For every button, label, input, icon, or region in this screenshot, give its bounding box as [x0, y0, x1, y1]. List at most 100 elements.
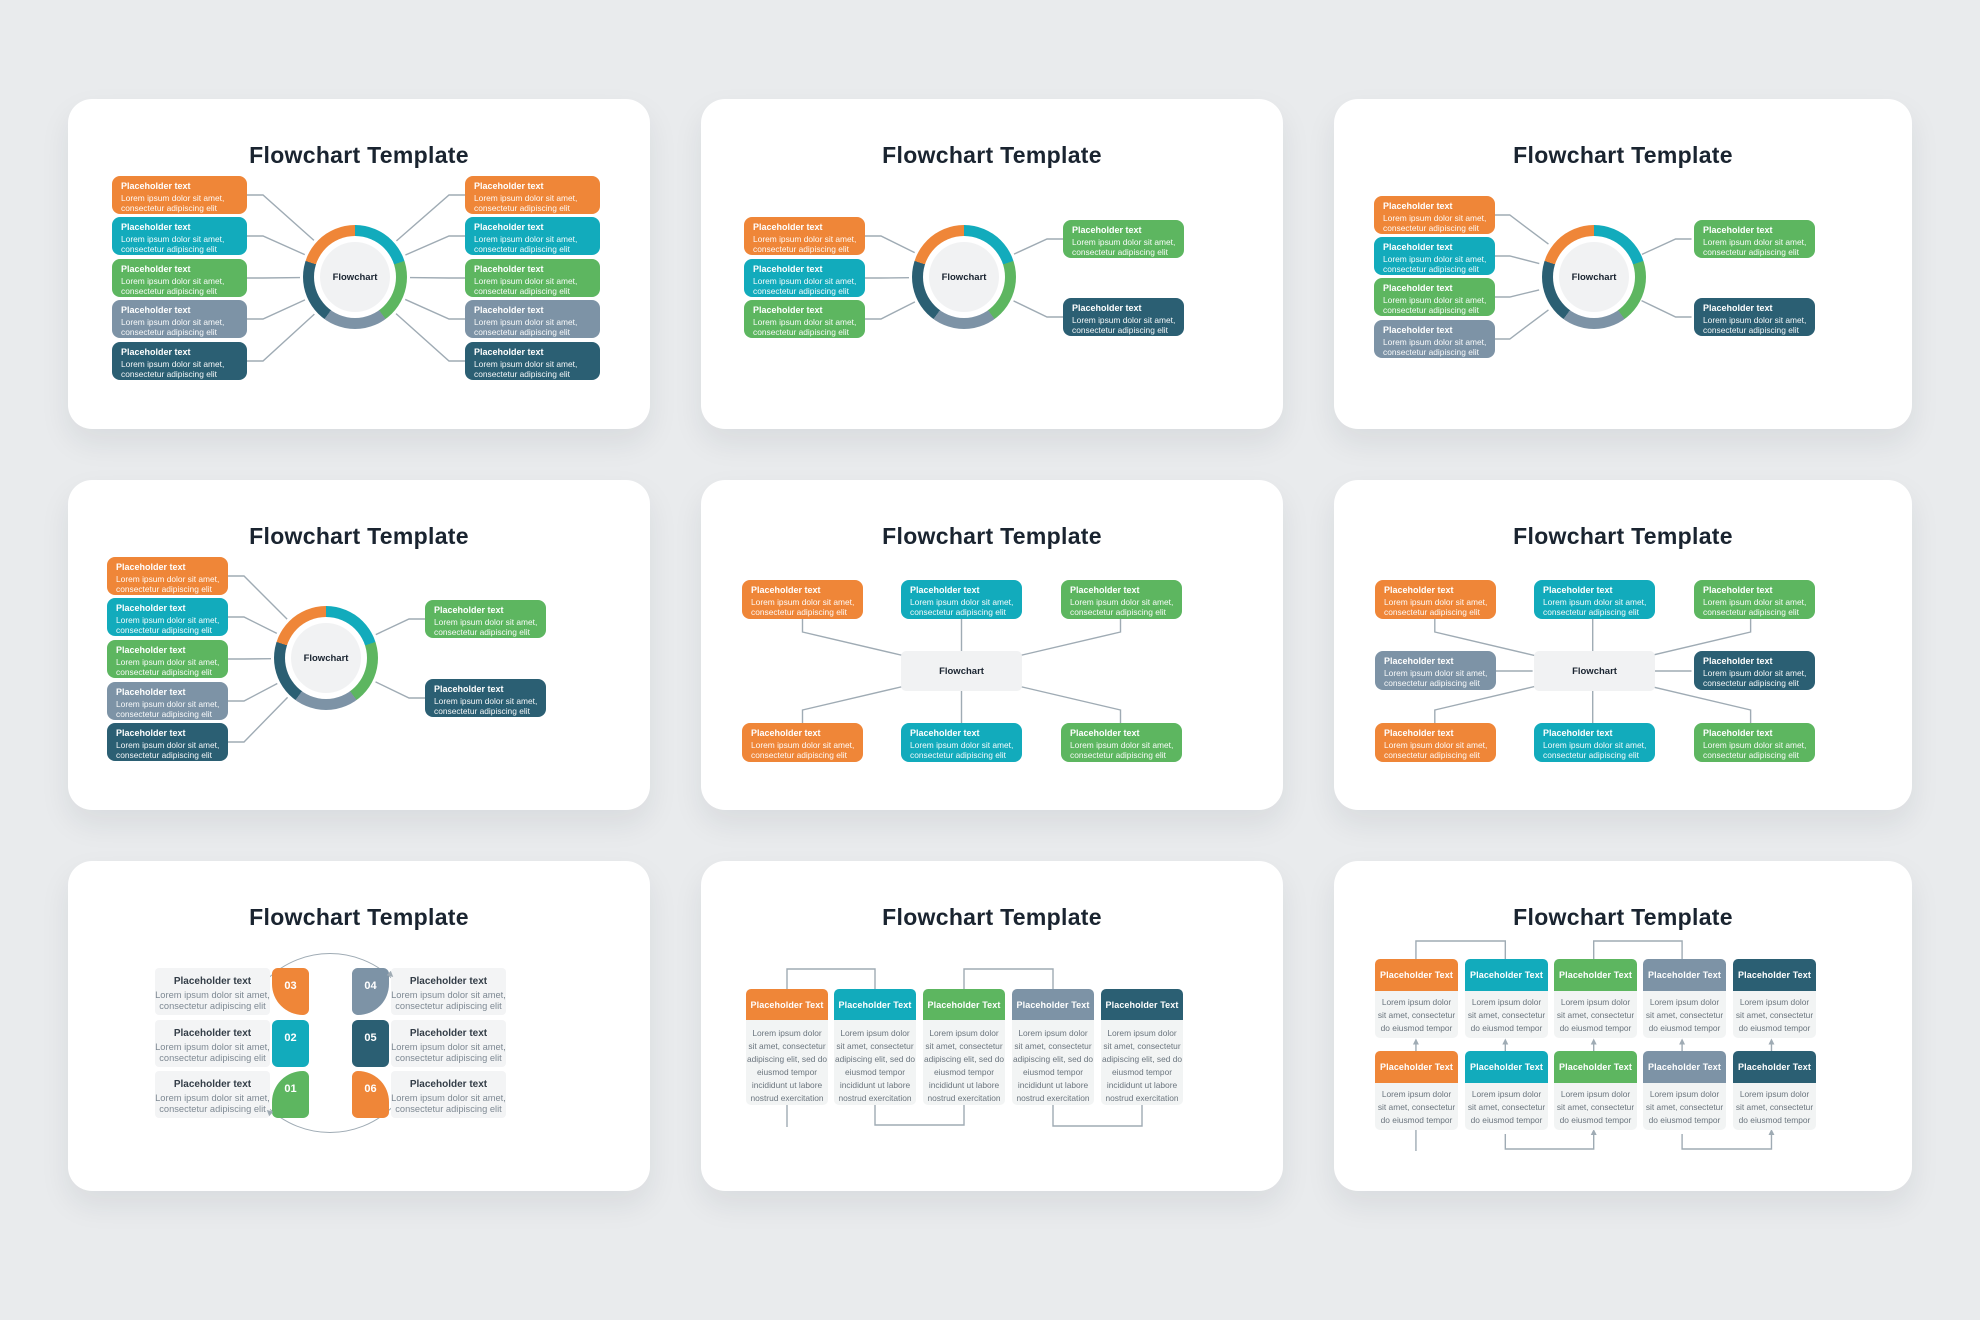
cell-header-label: Placeholder Text	[1380, 1062, 1453, 1072]
cell-header-navy: Placeholder Text	[1733, 1051, 1816, 1083]
connector-lines	[247, 194, 465, 362]
info-box-body-line: Lorem ipsum dolor sit amet,	[1070, 740, 1174, 750]
info-box-body: Lorem ipsum dolor sit amet,consectetur a…	[1383, 295, 1487, 315]
slide-title: Flowchart Template	[1513, 904, 1733, 930]
info-box-body-line: Lorem ipsum dolor sit amet,	[121, 234, 225, 244]
cell-header-teal: Placeholder Text	[1465, 1051, 1548, 1083]
row-heading: Placeholder text	[173, 976, 252, 987]
column-body-line: incididunt ut labore	[1106, 1080, 1178, 1090]
info-box-body-line: Lorem ipsum dolor sit amet,	[1383, 254, 1487, 264]
column-header-navy: Placeholder Text	[1101, 989, 1183, 1020]
info-box-body-line: consectetur adipiscing elit	[121, 327, 217, 337]
info-box-heading: Placeholder text	[474, 264, 544, 274]
info-box-body-line: Lorem ipsum dolor sit amet,	[1543, 740, 1647, 750]
info-box-body-line: Lorem ipsum dolor sit amet,	[116, 615, 220, 625]
flowchart-label: Flowchart	[1572, 665, 1617, 677]
info-box-heading: Placeholder text	[116, 728, 186, 738]
info-box-body-line: Lorem ipsum dolor sit amet,	[121, 193, 225, 203]
column-body-line: nostrud exercitation	[1016, 1093, 1090, 1103]
cell-header-slate: Placeholder Text	[1643, 1051, 1726, 1083]
connector-line	[1017, 685, 1122, 723]
cell-body-line: Lorem ipsum dolor	[1560, 997, 1631, 1007]
info-box-heading: Placeholder text	[474, 181, 544, 191]
row-body-line: consectetur adipiscing elit	[159, 1001, 266, 1011]
info-box-body-line: consectetur adipiscing elit	[474, 327, 570, 337]
info-box-body-line: consectetur adipiscing elit	[1384, 750, 1480, 760]
info-box-body: Lorem ipsum dolor sit amet,consectetur a…	[121, 359, 239, 379]
info-box-body-line: Lorem ipsum dolor sit amet,	[474, 359, 578, 369]
connector-line	[1681, 1134, 1773, 1150]
arrowhead-icon	[1412, 1038, 1419, 1045]
info-box-heading: Placeholder text	[1384, 728, 1454, 738]
cell-header-navy: Placeholder Text	[1733, 959, 1816, 991]
column-body-line: adipiscing elit, sed do	[1012, 1054, 1094, 1064]
connector-line	[405, 235, 465, 256]
arrowhead-icon	[1502, 1038, 1509, 1045]
connector-line	[228, 616, 278, 635]
info-box-body-line: Lorem ipsum dolor sit amet,	[474, 234, 578, 244]
info-box-body: Lorem ipsum dolor sit amet,consectetur a…	[1070, 597, 1174, 617]
info-box-body: Lorem ipsum dolor sit amet,consectetur a…	[751, 597, 855, 617]
cell-header-green: Placeholder Text	[1554, 959, 1637, 991]
info-box-heading: Placeholder text	[121, 222, 191, 232]
column-header-label: Placeholder Text	[838, 999, 912, 1010]
flowchart-hub: Flowchart	[1534, 651, 1655, 691]
info-box-body: Lorem ipsum dolor sit amet,consectetur a…	[1383, 254, 1487, 274]
info-box-body: Lorem ipsum dolor sit amet,consectetur a…	[1072, 237, 1176, 257]
column-body-line: eiusmod tempor	[1111, 1067, 1173, 1077]
arrowhead-icon	[1679, 1038, 1686, 1045]
info-box-heading: Placeholder text	[1703, 656, 1773, 666]
info-box-body-line: consectetur adipiscing elit	[116, 625, 212, 635]
info-box-body: Lorem ipsum dolor sit amet,consectetur a…	[116, 657, 220, 677]
step-number: 03	[284, 980, 297, 992]
step-badge-03: 03	[272, 968, 309, 1015]
info-box-heading: Placeholder text	[1703, 728, 1773, 738]
flowchart-donut: Flowchart	[1542, 225, 1646, 329]
info-box-body: Lorem ipsum dolor sit amet,consectetur a…	[1703, 315, 1807, 335]
info-box-body: Lorem ipsum dolor sit amet,consectetur a…	[1384, 597, 1488, 617]
connector-line	[228, 696, 289, 743]
column-header-label: Placeholder Text	[927, 999, 1001, 1010]
info-box-body: Lorem ipsum dolor sit amet,consectetur a…	[1703, 597, 1807, 617]
column-body-line: sit amet, consectetur	[1103, 1041, 1181, 1051]
cell-header-teal: Placeholder Text	[1465, 959, 1548, 991]
column-body-line: incididunt ut labore	[839, 1080, 911, 1090]
flowchart-label: Flowchart	[939, 665, 984, 677]
info-box-body-line: Lorem ipsum dolor sit amet,	[1384, 597, 1488, 607]
info-box-body: Lorem ipsum dolor sit amet,consectetur a…	[1070, 740, 1174, 760]
row-heading: Placeholder text	[409, 1027, 488, 1039]
connector-line	[1493, 309, 1549, 340]
column-header-teal: Placeholder Text	[834, 989, 916, 1020]
info-box-heading: Placeholder text	[753, 264, 823, 274]
info-box-heading: Placeholder text	[121, 181, 191, 191]
info-box-body-line: Lorem ipsum dolor sit amet,	[1703, 597, 1807, 607]
flowchart-donut: Flowchart	[912, 225, 1016, 329]
info-box-body: Lorem ipsum dolor sit amet,consectetur a…	[474, 193, 592, 213]
cell-header-green: Placeholder Text	[1554, 1051, 1637, 1083]
info-box-body-line: consectetur adipiscing elit	[1703, 678, 1799, 688]
slide-title: Flowchart Template	[1513, 523, 1733, 549]
column-body-line: Lorem ipsum dolor	[929, 1028, 999, 1038]
